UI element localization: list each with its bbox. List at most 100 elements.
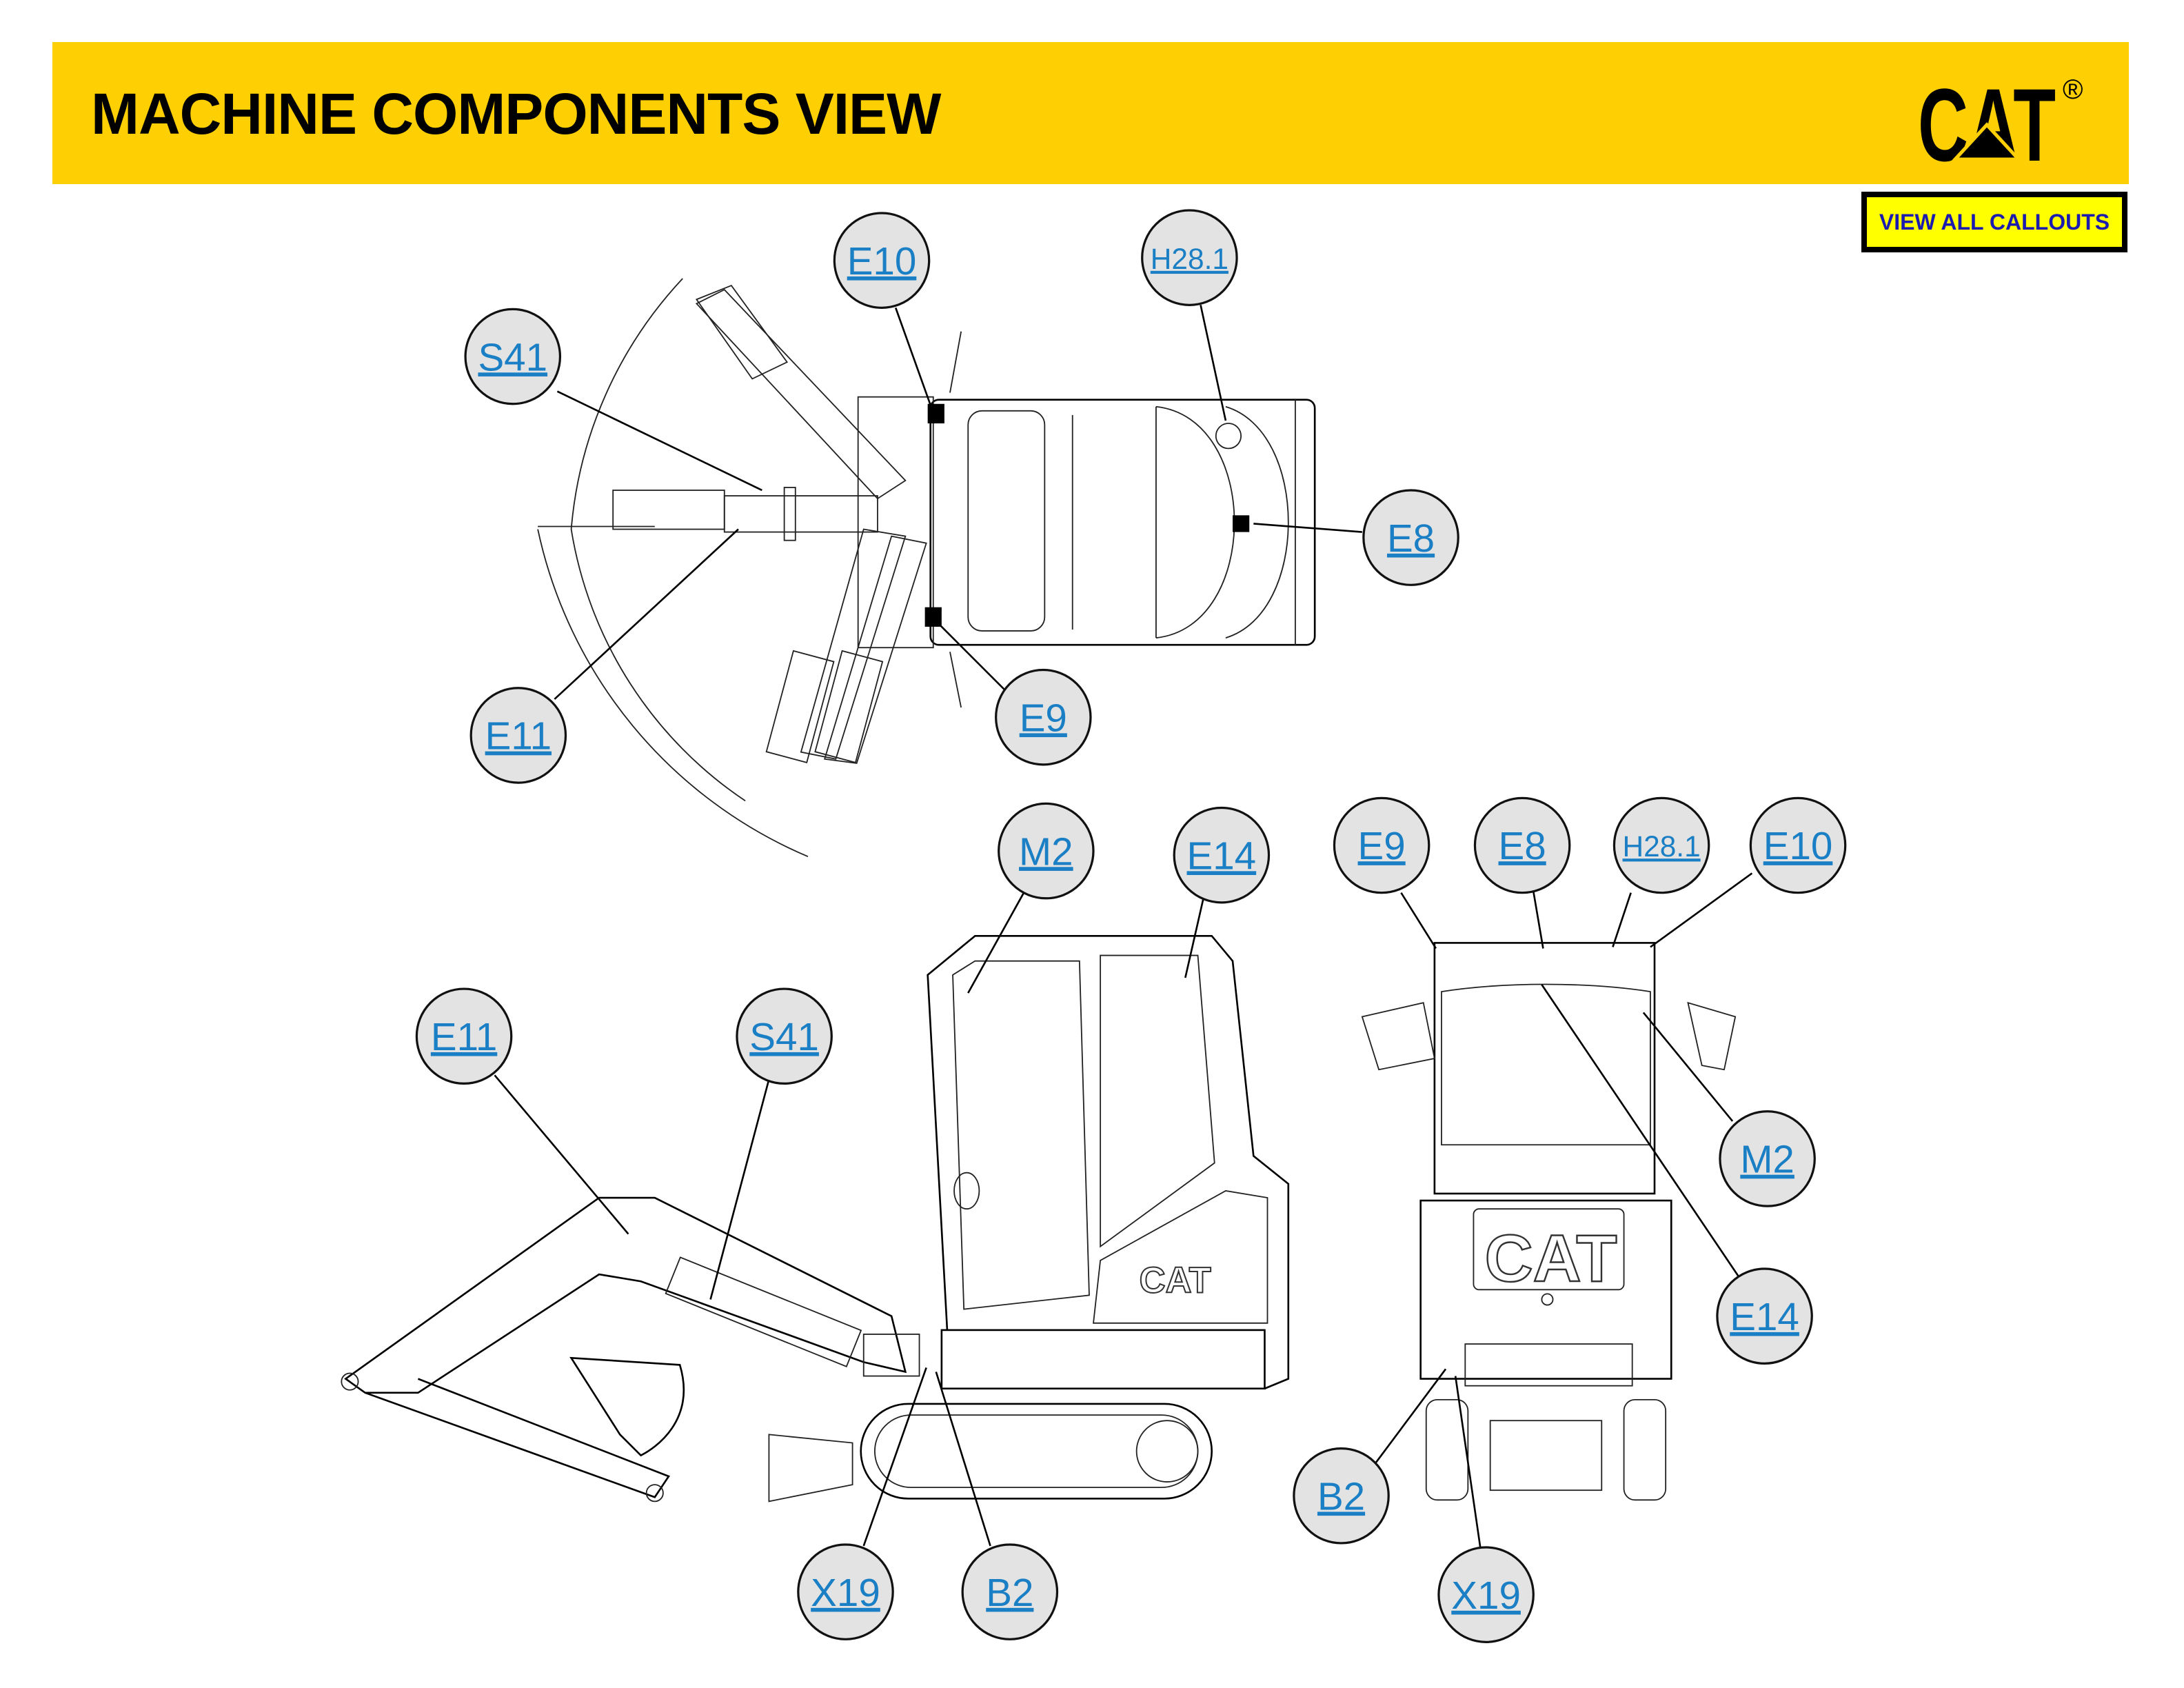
rear-track-right <box>1623 1398 1667 1501</box>
callout-side-e11[interactable]: E11 <box>415 987 513 1085</box>
rear-cab <box>1433 942 1656 1195</box>
callout-bubble[interactable] <box>1173 806 1271 904</box>
callout-rear-h28-1[interactable]: H28.1 <box>1612 796 1710 894</box>
callout-top-e11[interactable]: E11 <box>469 687 567 784</box>
view-all-callouts-button[interactable]: VIEW ALL CALLOUTS <box>1861 192 2127 252</box>
top-horn-component <box>1215 423 1242 450</box>
callout-bubble[interactable] <box>1293 1447 1390 1545</box>
callout-bubble[interactable] <box>469 687 567 784</box>
rear-track-left <box>1425 1398 1469 1501</box>
side-boom <box>344 1196 907 1394</box>
rear-mirror-left <box>1361 1002 1435 1071</box>
callout-top-s41[interactable]: S41 <box>464 308 562 405</box>
callout-top-e10[interactable]: E10 <box>833 212 931 309</box>
callout-rear-e9[interactable]: E9 <box>1333 796 1430 894</box>
callout-bubble[interactable] <box>833 212 931 309</box>
callout-side-x19[interactable]: X19 <box>797 1543 894 1640</box>
registered-mark: ® <box>2063 74 2083 105</box>
callout-label[interactable]: S41 <box>749 1015 819 1058</box>
callout-top-e8[interactable]: E8 <box>1362 489 1459 586</box>
rear-counterweight <box>1419 1199 1672 1380</box>
rear-undercarriage <box>1489 1420 1603 1491</box>
callout-label[interactable]: B2 <box>986 1571 1033 1614</box>
header-bar: MACHINE COMPONENTS VIEW CAT ® <box>52 42 2129 184</box>
pivot-pin <box>645 1484 664 1503</box>
callout-side-s41[interactable]: S41 <box>736 987 833 1085</box>
leader-rear-e10 <box>1650 872 1753 948</box>
boom-upper-bucket <box>695 284 789 380</box>
callout-rear-b2[interactable]: B2 <box>1293 1447 1390 1545</box>
callout-side-m2[interactable]: M2 <box>998 802 1095 900</box>
leader-side-x19 <box>862 1367 927 1547</box>
callout-label[interactable]: E11 <box>485 714 552 758</box>
callout-top-e9[interactable]: E9 <box>995 668 1092 766</box>
top-engine-hood <box>1155 405 1235 639</box>
mirror-left <box>949 331 962 393</box>
callout-bubble[interactable] <box>1437 1546 1535 1643</box>
callout-label[interactable]: X19 <box>1451 1574 1521 1617</box>
callout-label[interactable]: E8 <box>1387 516 1435 560</box>
callout-label[interactable]: E9 <box>1358 824 1406 867</box>
side-arm <box>365 1378 670 1498</box>
callout-bubble[interactable] <box>1749 796 1847 894</box>
callout-bubble[interactable] <box>797 1543 894 1640</box>
callout-bubble[interactable] <box>1333 796 1430 894</box>
callout-label[interactable]: S41 <box>478 335 547 379</box>
callout-label[interactable]: E11 <box>431 1015 497 1058</box>
cat-logo: CAT ® <box>1918 70 2083 173</box>
swing-arc-inner <box>570 529 746 802</box>
leader-rear-e8 <box>1532 891 1544 949</box>
top-rear-counterweight <box>1225 405 1289 639</box>
callout-bubble[interactable] <box>464 308 562 405</box>
leader-side-b2 <box>935 1372 991 1547</box>
leader-top-e10 <box>894 307 938 421</box>
upper-frame <box>940 1329 1266 1390</box>
callout-bubble[interactable] <box>1612 796 1710 894</box>
callout-bubble[interactable] <box>1473 796 1571 894</box>
callout-side-b2[interactable]: B2 <box>961 1543 1059 1640</box>
leader-side-e14 <box>1184 898 1204 978</box>
callout-label[interactable]: E8 <box>1499 824 1546 867</box>
callout-label[interactable]: E9 <box>1020 696 1067 739</box>
callout-label[interactable]: H28.1 <box>1623 830 1701 863</box>
callout-bubble[interactable] <box>1716 1267 1813 1365</box>
leader-rear-m2 <box>1642 1012 1734 1122</box>
callout-label[interactable]: E14 <box>1730 1295 1799 1338</box>
leader-side-e11 <box>494 1074 629 1235</box>
view-all-callouts-label: VIEW ALL CALLOUTS <box>1879 209 2110 234</box>
side-cab-door <box>952 960 1090 1310</box>
swing-bracket <box>862 1334 920 1377</box>
callout-bubble[interactable] <box>1141 209 1238 306</box>
leader-top-e9 <box>936 621 1007 692</box>
rear-cat-logo: CAT <box>1485 1220 1617 1296</box>
callout-bubble[interactable] <box>736 987 833 1085</box>
callout-rear-e14[interactable]: E14 <box>1716 1267 1813 1365</box>
callout-bubble[interactable] <box>1362 489 1459 586</box>
callout-label[interactable]: B2 <box>1317 1474 1365 1518</box>
callout-bubble[interactable] <box>1719 1110 1816 1207</box>
callout-label[interactable]: X19 <box>811 1571 880 1614</box>
callout-label[interactable]: M2 <box>1740 1138 1794 1181</box>
callout-label[interactable]: M2 <box>1019 830 1073 873</box>
callout-top-h28-1[interactable]: H28.1 <box>1141 209 1238 306</box>
callout-label[interactable]: E10 <box>1763 824 1833 867</box>
bucket-lower-2 <box>814 650 884 763</box>
callout-rear-x19[interactable]: X19 <box>1437 1546 1535 1643</box>
callout-label[interactable]: H28.1 <box>1151 243 1228 275</box>
callout-bubble[interactable] <box>995 668 1092 766</box>
callout-label[interactable]: E10 <box>847 239 917 283</box>
sprocket <box>1135 1420 1199 1483</box>
boom-lower-angled-2 <box>824 535 927 764</box>
top-swing-frame <box>857 396 934 649</box>
callout-rear-e10[interactable]: E10 <box>1749 796 1847 894</box>
callout-rear-e8[interactable]: E8 <box>1473 796 1571 894</box>
callout-bubble[interactable] <box>961 1543 1059 1640</box>
rear-window <box>1441 983 1651 1146</box>
callout-bubble[interactable] <box>998 802 1095 900</box>
callout-side-e14[interactable]: E14 <box>1173 806 1271 904</box>
callout-label[interactable]: E14 <box>1187 834 1257 877</box>
callout-rear-m2[interactable]: M2 <box>1719 1110 1816 1207</box>
leader-lines <box>494 305 1753 1549</box>
callout-bubble[interactable] <box>415 987 513 1085</box>
